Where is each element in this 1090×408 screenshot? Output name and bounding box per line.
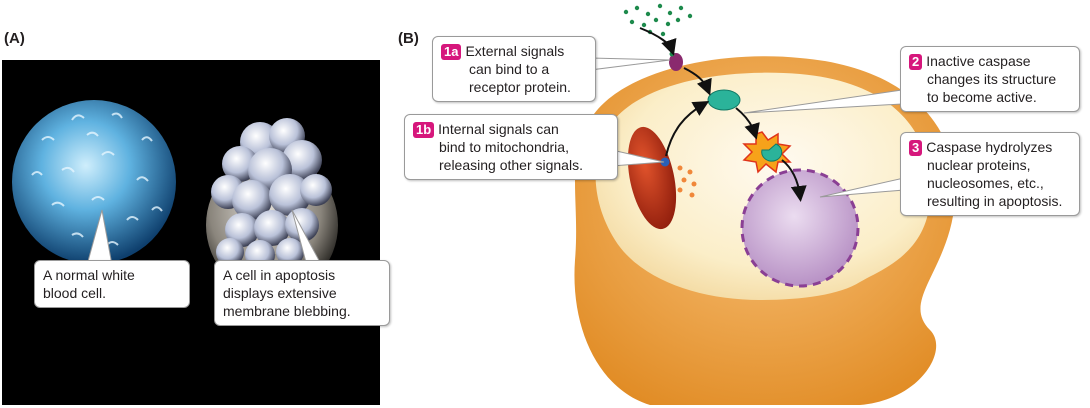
mitochondrial-receptor	[660, 157, 670, 167]
internal-signal-dots	[677, 165, 697, 198]
panel-a-label: (A)	[4, 30, 25, 47]
step-1b-line: releasing other signals.	[439, 157, 583, 173]
step-2-line: to become active.	[927, 89, 1037, 105]
step-1b-line: bind to mitochondria,	[439, 139, 569, 155]
panel-b-label: (B)	[398, 30, 419, 47]
callout-line: membrane blebbing.	[223, 303, 351, 319]
active-caspase	[742, 131, 792, 174]
step-1a-line: External signals	[465, 43, 565, 59]
callout-line: displays extensive	[223, 285, 337, 301]
step-2-line: Inactive caspase	[926, 53, 1031, 69]
apoptosis-cell-callout: A cell in apoptosis displays extensive m…	[214, 260, 390, 326]
normal-white-blood-cell	[12, 100, 176, 264]
step-3-badge: 3	[909, 140, 923, 156]
step-2-line: changes its structure	[927, 71, 1057, 87]
step-3-line: resulting in apoptosis.	[927, 193, 1063, 209]
step-1a-badge: 1a	[441, 44, 462, 60]
step-3-line: nucleosomes, etc.,	[927, 175, 1044, 191]
step-1a-line: receptor protein.	[469, 79, 571, 95]
step-3-line: Caspase hydrolyzes	[926, 139, 1053, 155]
step-3-line: nuclear proteins,	[927, 157, 1031, 173]
pathway-arrows	[639, 27, 807, 202]
receptor-protein	[669, 51, 683, 71]
callout-line: blood cell.	[43, 285, 107, 301]
callout-line: A cell in apoptosis	[223, 267, 336, 283]
inactive-caspase	[707, 89, 741, 111]
mitochondrion	[627, 126, 677, 230]
nucleus	[740, 168, 860, 288]
step-2-badge: 2	[909, 54, 923, 70]
step-1b-line: Internal signals can	[438, 121, 559, 137]
step-1b-badge: 1b	[413, 122, 435, 138]
normal-cell-callout: A normal white blood cell.	[34, 260, 190, 308]
callout-line: A normal white	[43, 267, 135, 283]
external-signal-dots	[623, 3, 693, 37]
step-1a-line: can bind to a	[469, 61, 550, 77]
